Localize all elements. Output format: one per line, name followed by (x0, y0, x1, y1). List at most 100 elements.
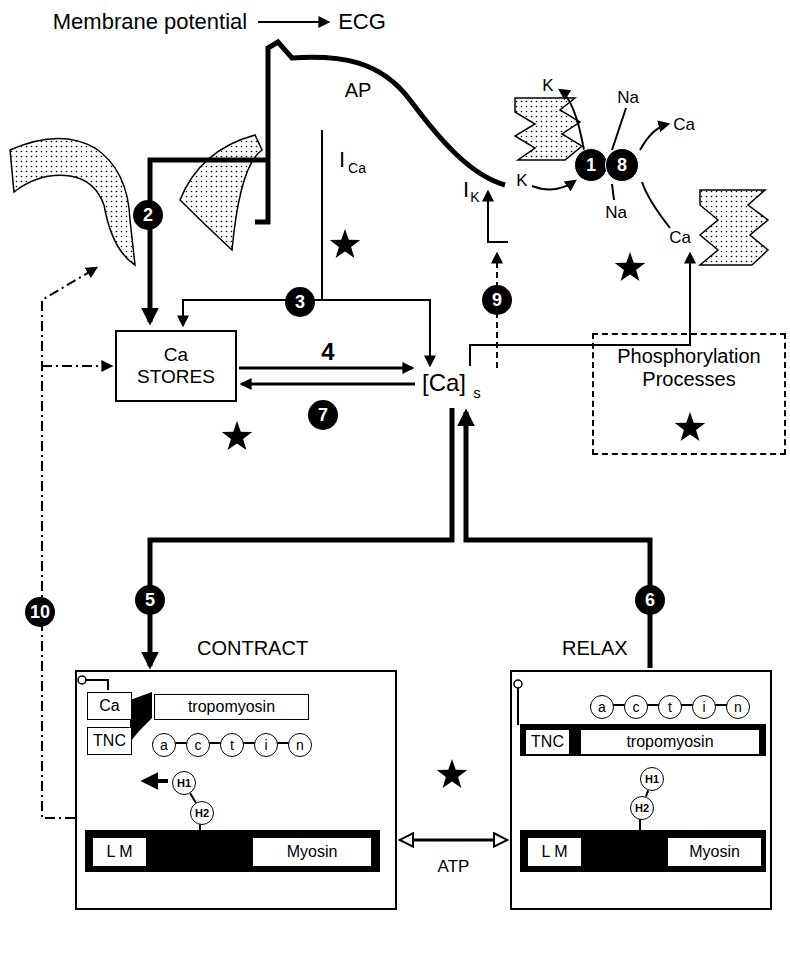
action-potential-trace (255, 42, 505, 222)
ion-name: Na (605, 204, 627, 221)
pathway-line (150, 408, 452, 666)
phosphorylation-box: Phosphorylation Processes (592, 333, 786, 455)
actin-chain: actin (152, 732, 312, 758)
protein-box: L M (527, 837, 582, 867)
link-line (86, 680, 108, 690)
calcium-symbol: [Ca] (422, 371, 466, 395)
star-symbol (675, 412, 705, 441)
protein-box: TNC (87, 727, 132, 755)
ion-name: K (516, 172, 527, 189)
membrane (10, 138, 135, 265)
myosin-neck (190, 793, 196, 802)
callout-number: 9 (482, 285, 512, 315)
edge-label: ATP (438, 857, 470, 874)
signal-name: Membrane potential (53, 11, 247, 33)
node-text: tropomyosin (188, 698, 275, 716)
actin-monomer: n (726, 695, 750, 719)
pathway-line (322, 300, 430, 365)
current-subscript: Ca (348, 161, 366, 175)
pump-number: 1 (574, 148, 608, 182)
actin-monomer: n (288, 733, 312, 757)
current-symbol: I (463, 179, 469, 201)
node-text: Myosin (287, 843, 338, 861)
protein-box: tropomyosin (580, 729, 760, 755)
feedback-line (42, 365, 111, 367)
protein-box: L M (92, 837, 147, 867)
ion-name: Ca (673, 116, 695, 133)
current-arrow (488, 192, 508, 242)
state-heading: RELAX (562, 638, 628, 658)
node-text: tropomyosin (626, 733, 713, 751)
myosin-head: H2 (630, 796, 654, 820)
ion-line (642, 182, 670, 228)
actin-monomer: a (590, 695, 614, 719)
ion-line (612, 184, 614, 200)
actin-monomer: i (254, 733, 278, 757)
pathway-line (150, 160, 268, 322)
uptake-arrow (242, 383, 415, 386)
callout-number: 6 (635, 585, 665, 615)
node-text: Ca STORES (135, 344, 217, 388)
star-symbol (615, 252, 645, 281)
signal-name: ECG (338, 11, 386, 33)
myosin-head: H2 (190, 801, 214, 825)
node-text: H1 (177, 777, 191, 790)
protein-box: Ca (87, 692, 132, 720)
title-arrow (258, 21, 328, 23)
callout-number: 5 (135, 585, 165, 615)
actin-monomer: c (186, 733, 210, 757)
protein-box: tropomyosin (154, 694, 309, 720)
node-text: H2 (195, 807, 209, 820)
actin-chain: actin (590, 694, 750, 720)
current-symbol: I (339, 149, 345, 171)
node-text: TNC (531, 733, 564, 751)
actin-monomer: c (624, 695, 648, 719)
troponin-link (130, 692, 152, 742)
actin-monomer: t (658, 695, 682, 719)
myosin-backbone (85, 830, 380, 872)
pump-number: 8 (605, 148, 639, 182)
ion-name: Ca (669, 229, 691, 246)
state-box: RELAXactinTNCtropomyosinH1H2L MMyosin (510, 670, 772, 910)
node-text: H2 (635, 802, 649, 815)
membrane (700, 190, 768, 265)
binding-site (78, 676, 86, 684)
ion-name: K (542, 77, 553, 94)
ion-arrow (532, 181, 575, 190)
node-text: TNC (93, 732, 126, 750)
actin-monomer: a (152, 733, 176, 757)
node-text: L M (541, 843, 567, 861)
release-arrow (239, 367, 412, 370)
pathway-line (321, 130, 323, 300)
myosin-head: H1 (640, 767, 664, 791)
star-symbol (222, 421, 252, 450)
state-box: CONTRACTCaTNCtropomyosinactinH1H2L MMyos… (75, 670, 397, 910)
ion-name: Na (617, 89, 639, 106)
ion-arrow (560, 90, 584, 150)
protein-box: Myosin (252, 837, 372, 867)
myosin-backbone (520, 830, 766, 872)
calcium-subscript: s (473, 385, 481, 400)
power-stroke-arrow (144, 779, 168, 783)
store-box: Ca STORES (115, 330, 237, 402)
node-text: Phosphorylation Processes (599, 345, 779, 391)
membrane (180, 135, 262, 250)
callout-number: 3 (285, 287, 315, 317)
node-text: Ca (99, 697, 119, 715)
signal-name: AP (345, 80, 372, 100)
node-text: L M (106, 843, 132, 861)
state-heading: CONTRACT (197, 638, 308, 658)
callout-number: 10 (25, 597, 55, 627)
myosin-neck (646, 790, 648, 796)
current-subscript: K (470, 190, 479, 204)
callout-number: 4 (321, 340, 334, 364)
actin-monomer: i (692, 695, 716, 719)
actin-monomer: t (220, 733, 244, 757)
pathway-line (466, 412, 650, 668)
protein-box: TNC (525, 729, 570, 755)
star-symbol (437, 759, 467, 788)
protein-box: Myosin (667, 837, 762, 867)
tropomyosin-backbone (520, 724, 766, 756)
